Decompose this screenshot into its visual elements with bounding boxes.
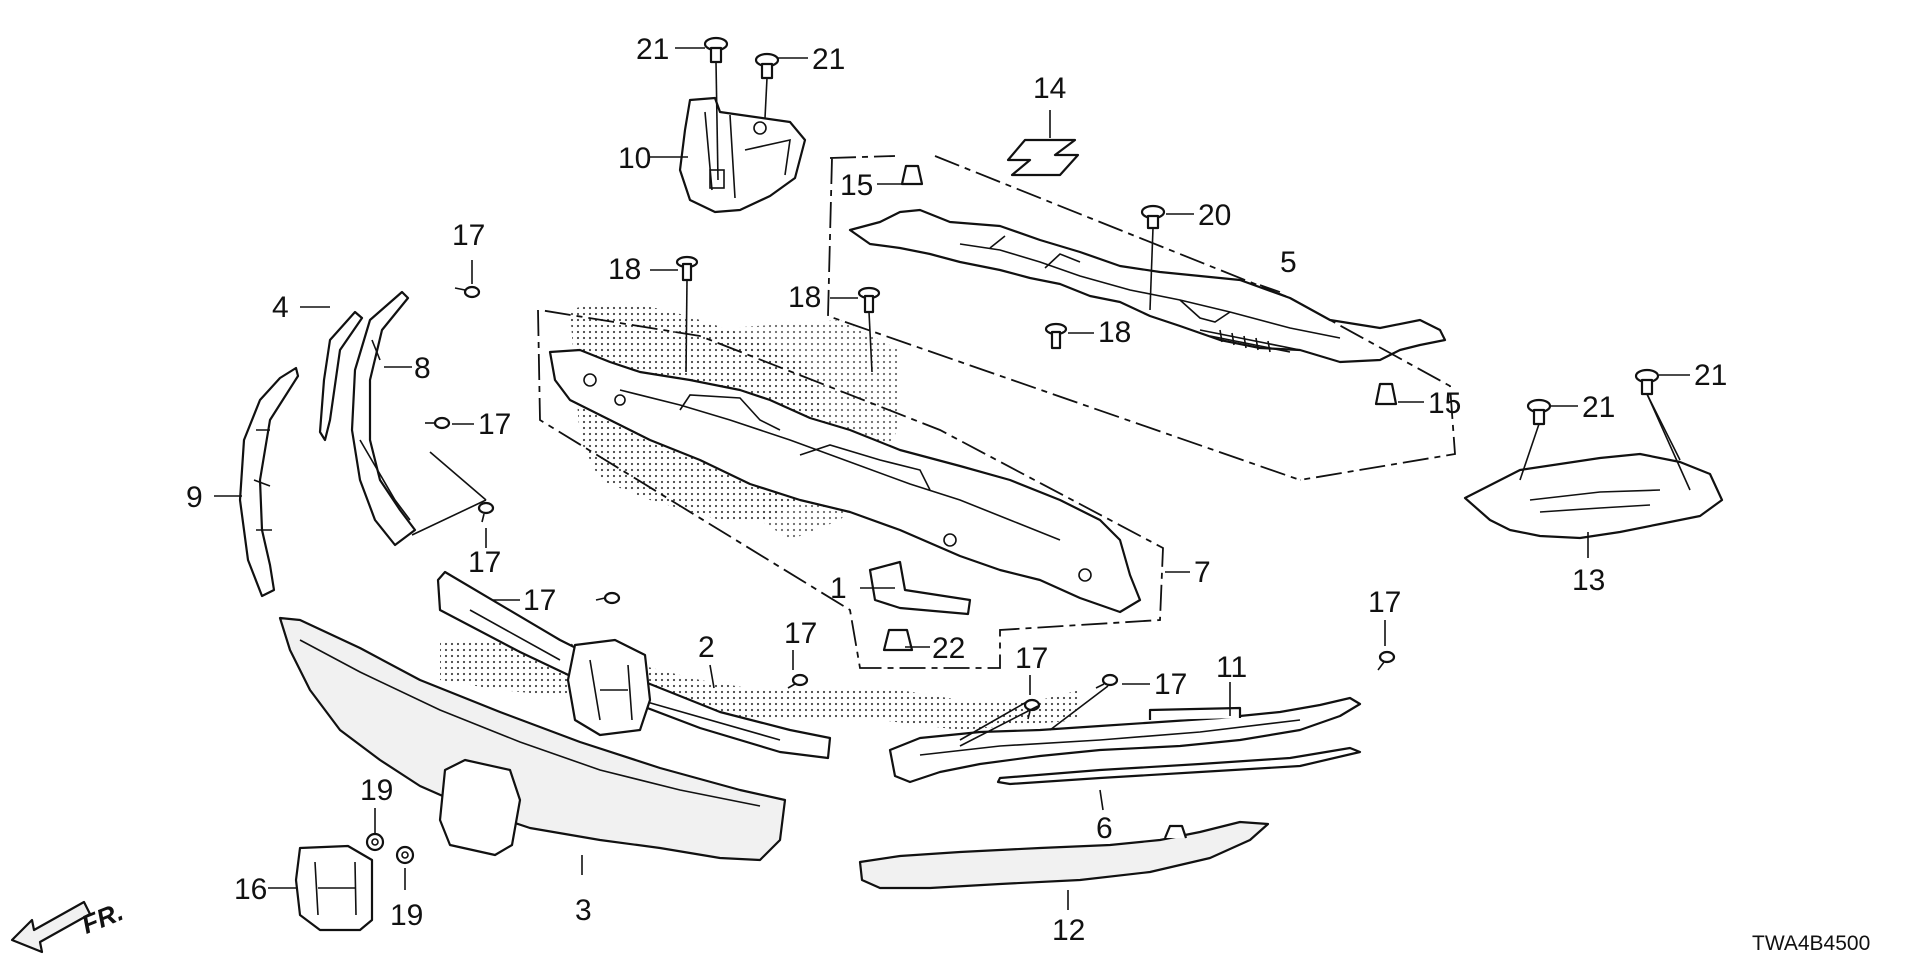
- callout-19: 19: [360, 774, 393, 807]
- callout-10: 10: [618, 142, 651, 175]
- leader-lines: [214, 47, 1691, 910]
- callout-8: 8: [414, 352, 431, 385]
- part-13-side-cover: [1463, 452, 1724, 540]
- callout-4: 4: [272, 291, 289, 324]
- callout-18: 18: [1098, 316, 1131, 349]
- callout-11: 11: [1216, 651, 1247, 684]
- grille-emblem-base: [566, 638, 652, 737]
- callout-5: 5: [1280, 246, 1297, 279]
- callout-18: 18: [788, 281, 821, 314]
- callout-21: 21: [812, 43, 845, 76]
- callout-19: 19: [390, 899, 423, 932]
- part-6-strip: [996, 746, 1362, 786]
- part-16-emblem: [294, 844, 374, 932]
- part-19-clips: [365, 832, 415, 865]
- part-10-bracket: [678, 96, 807, 214]
- part-8-side-bracket: [350, 290, 417, 547]
- part-5-upper-cover: [848, 208, 1447, 364]
- front-direction-arrow: FR.: [10, 896, 127, 954]
- part-9-side-molding: [238, 366, 300, 598]
- part-3-bumper-face: [278, 616, 787, 862]
- callout-12: 12: [1052, 914, 1085, 947]
- part-14-label: [1006, 138, 1080, 177]
- part-11-lower-grille: [888, 696, 1362, 784]
- callout-7: 7: [1194, 556, 1211, 589]
- callout-21: 21: [636, 33, 669, 66]
- part-4-strip: [318, 310, 364, 442]
- callout-3: 3: [575, 894, 592, 927]
- callout-18: 18: [608, 253, 641, 286]
- callout-21: 21: [1694, 359, 1727, 392]
- callout-22: 22: [932, 632, 965, 665]
- part-1-bracket: [868, 560, 972, 616]
- callout-17: 17: [1368, 586, 1401, 619]
- diagram-code: TWA4B4500: [1752, 932, 1870, 955]
- callout-17: 17: [478, 408, 511, 441]
- callout-6: 6: [1096, 812, 1113, 845]
- part-7-upper-support: [548, 348, 1142, 614]
- part-2-grille-frame: [436, 570, 832, 760]
- callout-1: 1: [830, 572, 847, 605]
- callout-17: 17: [523, 584, 556, 617]
- fasteners: [425, 36, 1660, 720]
- callout-17: 17: [452, 219, 485, 252]
- group-boundaries: [537, 155, 1456, 669]
- callout-15: 15: [840, 169, 873, 202]
- callout-13: 13: [1572, 564, 1605, 597]
- callout-17: 17: [1015, 642, 1048, 675]
- callout-17: 17: [1154, 668, 1187, 701]
- part-12-lower-molding: [858, 820, 1270, 890]
- callout-20: 20: [1198, 199, 1231, 232]
- callout-14: 14: [1033, 72, 1066, 105]
- callout-numbers: 21 21 10 14 15 20 5 15 18 18 18 17 4 8 1…: [186, 33, 1727, 947]
- callout-17: 17: [784, 617, 817, 650]
- callout-15: 15: [1428, 387, 1461, 420]
- callout-17: 17: [468, 546, 501, 579]
- callout-2: 2: [698, 631, 715, 664]
- callout-9: 9: [186, 481, 203, 514]
- callout-16: 16: [234, 873, 267, 906]
- callout-21: 21: [1582, 391, 1615, 424]
